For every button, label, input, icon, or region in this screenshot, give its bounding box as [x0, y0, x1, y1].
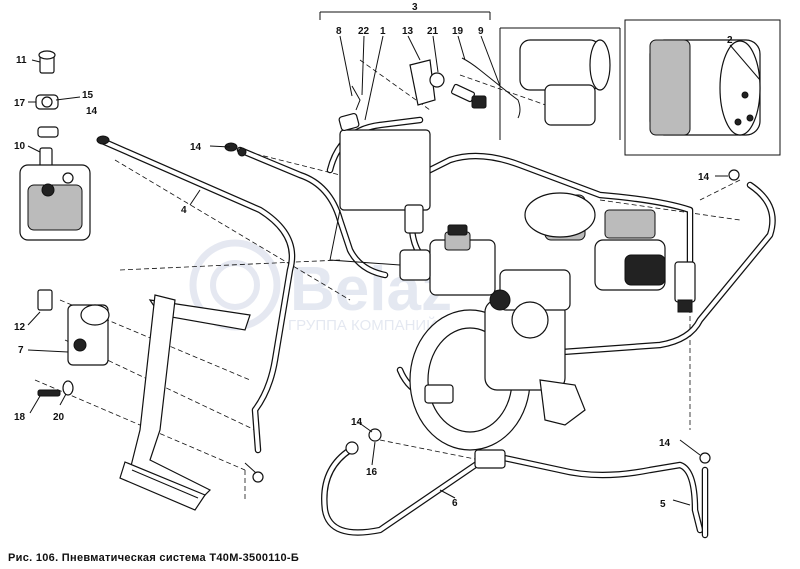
callout-11: 11	[16, 55, 27, 66]
callout-lines	[27, 11, 761, 506]
callout-3: 3	[412, 2, 418, 13]
callout-7: 7	[18, 345, 24, 356]
callout-20: 20	[53, 412, 65, 423]
compressor-assembly	[329, 129, 696, 469]
bracket-spring	[338, 57, 521, 132]
callout-15: 15	[82, 90, 94, 101]
callout-18: 18	[14, 412, 26, 423]
figure-caption: Рис. 106. Пневматическая система Т40М-35…	[8, 552, 300, 564]
callout-21: 21	[427, 26, 439, 37]
air-tank	[624, 19, 781, 156]
callout-14-pipe: 14	[190, 142, 202, 153]
washers	[237, 147, 740, 483]
motor-top	[499, 27, 621, 140]
callout-8: 8	[336, 26, 342, 37]
watermark-subtitle: ГРУППА КОМПАНИЙ	[288, 316, 437, 334]
callout-19: 19	[452, 26, 464, 37]
callout-1: 1	[380, 26, 386, 37]
brake-pedal	[119, 294, 251, 511]
callout-10: 10	[14, 141, 26, 152]
callout-13: 13	[402, 26, 414, 37]
left-components	[19, 50, 238, 397]
callout-6: 6	[452, 498, 458, 509]
callout-17: 17	[14, 98, 26, 109]
callout-14-top-left: 14	[86, 106, 98, 117]
callout-14-bottom-right: 14	[659, 438, 671, 449]
callout-5: 5	[660, 499, 666, 510]
callout-14-center: 14	[351, 417, 363, 428]
callout-4: 4	[181, 205, 187, 216]
callout-22: 22	[358, 26, 370, 37]
callout-16: 16	[366, 467, 378, 478]
callout-2: 2	[727, 35, 733, 46]
callout-14-right: 14	[698, 172, 710, 183]
callouts: 3 8 22 1 13 21 19 9 2 11 17 15 14 10 14 …	[14, 2, 733, 510]
callout-12: 12	[14, 322, 26, 333]
callout-9: 9	[478, 26, 484, 37]
